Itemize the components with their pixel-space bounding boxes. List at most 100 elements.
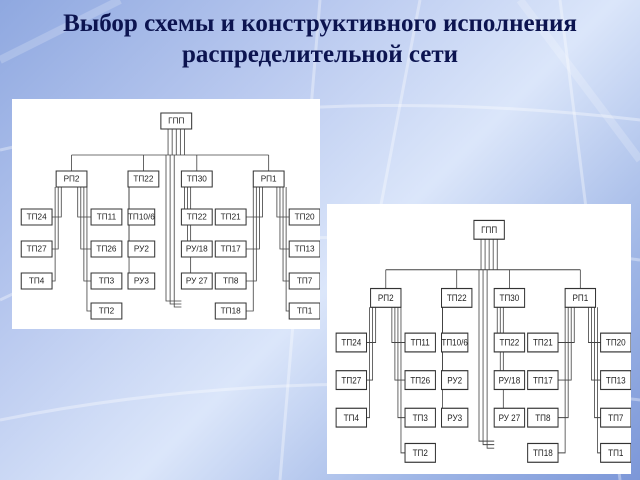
small-node-label-rp1-right-3: ТП1 <box>297 307 313 316</box>
large-node-box-rp2-right-1 <box>404 370 436 391</box>
large-node-box-center-left-2 <box>441 407 469 428</box>
large-node-box-rp1 <box>564 287 597 308</box>
large-node-box-rp1-right-0 <box>600 332 631 353</box>
small-wire-center-feed-1 <box>169 155 182 305</box>
small-node-label-rp1-left-2: ТП8 <box>223 277 239 286</box>
small-node-box-center-right-0 <box>180 208 213 226</box>
small-node-label-rp1-left-3: ТП18 <box>221 307 242 316</box>
large-node-label-rp2-right-2: ТП3 <box>413 412 428 423</box>
large-node-box-rp1-right-2 <box>600 407 631 428</box>
small-node-label-center-left-2: РУ3 <box>134 277 150 286</box>
small-node-label-center-right-2: РУ 27 <box>186 277 208 286</box>
large-node-label-rp1-left-2: ТП8 <box>535 412 550 423</box>
large-wire-rp2-l-0 <box>366 307 377 343</box>
large-wire-rp1-l-3 <box>558 307 566 454</box>
slide-title: Выбор схемы и конструктивного исполнения… <box>0 8 640 70</box>
small-node-box-rp2 <box>55 170 88 188</box>
large-node-label-root: ГПП <box>481 224 497 235</box>
small-node-label-center-right-1: РУ/18 <box>186 245 208 254</box>
small-node-box-rp2-right-2 <box>90 272 123 290</box>
large-wire-rp2-r-3 <box>400 307 406 454</box>
small-node-box-rp2-left-1 <box>20 240 53 258</box>
small-node-box-rp1-right-2 <box>288 272 320 290</box>
large-node-box-rp1-right-1 <box>600 370 631 391</box>
small-node-label-rp2-left-2: ТП4 <box>29 277 45 286</box>
small-network-diagram: ТП24ТП27ТП4ТП11ТП26ТП3ТП2ТП10/6РУ2РУ3ТП2… <box>20 112 320 320</box>
large-node-box-center-left-1 <box>441 370 469 391</box>
small-wire-rp1-l-3 <box>246 187 254 312</box>
large-node-box-center-right-0 <box>493 332 526 353</box>
small-node-box-tp22-top <box>127 170 160 188</box>
small-node-label-rp2-right-2: ТП3 <box>99 277 115 286</box>
large-wire-rp2-r-2 <box>397 307 406 419</box>
large-node-label-rp2-right-1: ТП26 <box>410 375 430 386</box>
small-wire-rp2-l-2 <box>52 187 56 282</box>
large-node-label-rp2: РП2 <box>378 293 394 304</box>
large-node-box-rp1-left-3 <box>527 442 559 463</box>
large-node-label-tp30: ТП30 <box>500 293 520 304</box>
small-node-box-rp2-right-1 <box>90 240 123 258</box>
small-wire-rp1-l-2 <box>246 187 257 282</box>
large-node-label-rp1-left-3: ТП18 <box>533 448 553 459</box>
small-node-label-tp30: ТП30 <box>187 175 208 184</box>
small-node-label-rp1-right-0: ТП20 <box>295 213 316 222</box>
large-network-diagram: ТП24ТП27ТП4ТП11ТП26ТП3ТП2ТП10/6РУ2РУ3ТП2… <box>335 219 631 463</box>
large-wire-rp2-r-0 <box>391 307 406 343</box>
title-line-2: распределительной сети <box>181 41 459 68</box>
large-node-label-rp2-right-0: ТП11 <box>411 337 430 348</box>
small-node-label-rp1-left-0: ТП21 <box>221 213 242 222</box>
small-node-box-center-left-1 <box>127 240 156 258</box>
large-node-box-rp2-left-0 <box>335 332 368 353</box>
small-node-label-rp2-right-0: ТП11 <box>97 213 117 222</box>
large-node-box-rp2-right-0 <box>404 332 436 353</box>
large-node-box-root <box>473 219 505 240</box>
small-wire-rp1-r-3 <box>285 187 290 312</box>
large-node-label-center-left-1: РУ2 <box>447 375 462 386</box>
large-node-label-rp2-left-1: ТП27 <box>341 375 361 386</box>
small-node-box-center-right-1 <box>180 240 213 258</box>
large-node-box-rp2-right-2 <box>404 407 436 428</box>
large-wire-rp1-r-2 <box>594 307 601 419</box>
small-wire-rp1-l-0 <box>246 187 263 218</box>
small-node-box-root <box>160 112 193 130</box>
large-wire-center-feed-2 <box>486 269 495 449</box>
small-wire-rp1-r-0 <box>276 187 290 218</box>
small-node-box-rp1-right-1 <box>288 240 320 258</box>
large-node-label-center-right-2: РУ 27 <box>499 412 521 423</box>
large-node-label-rp1-left-1: ТП17 <box>533 375 553 386</box>
small-node-label-rp1: РП1 <box>261 175 277 184</box>
large-node-box-tp22-top <box>441 287 473 308</box>
small-node-box-rp2-left-0 <box>20 208 53 226</box>
small-node-label-center-right-0: ТП22 <box>187 213 208 222</box>
large-wire-center-feed-0 <box>478 269 495 442</box>
small-node-box-tp30 <box>180 170 213 188</box>
small-node-label-rp1-right-2: ТП7 <box>297 277 313 286</box>
small-node-label-rp1-right-1: ТП13 <box>295 245 316 254</box>
large-node-label-rp2-left-2: ТП4 <box>344 412 359 423</box>
large-node-box-rp1-left-2 <box>527 407 559 428</box>
small-wire-rp1-l-1 <box>246 187 260 250</box>
small-node-box-center-left-0 <box>127 208 156 226</box>
small-wire-rp2-l-0 <box>52 187 62 218</box>
small-node-label-rp2-left-0: ТП24 <box>27 213 48 222</box>
large-node-label-center-left-2: РУ3 <box>447 412 462 423</box>
small-node-label-rp2-left-1: ТП27 <box>27 245 48 254</box>
large-node-box-center-right-1 <box>493 370 526 391</box>
large-node-label-center-right-0: ТП22 <box>500 337 520 348</box>
small-node-box-rp1-right-0 <box>288 208 320 226</box>
small-wire-rp2-r-0 <box>77 187 92 218</box>
small-node-label-tp22-top: ТП22 <box>133 175 154 184</box>
small-node-box-rp1 <box>252 170 285 188</box>
small-wire-rp1-r-1 <box>279 187 290 250</box>
large-node-label-rp1-right-1: ТП13 <box>606 375 626 386</box>
large-node-label-rp1-right-2: ТП7 <box>608 412 623 423</box>
title-line-1: Выбор схемы и конструктивного исполнения <box>63 10 577 37</box>
large-node-label-tp22-top: ТП22 <box>447 293 467 304</box>
small-node-label-rp2-right-3: ТП2 <box>99 307 115 316</box>
small-node-box-rp1-left-3 <box>214 302 247 320</box>
small-node-label-rp2-right-1: ТП26 <box>96 245 117 254</box>
small-node-label-root: ГПП <box>168 117 184 126</box>
large-node-label-center-left-0: ТП10/6 <box>441 337 468 348</box>
large-wire-center-feed-1 <box>482 269 495 446</box>
